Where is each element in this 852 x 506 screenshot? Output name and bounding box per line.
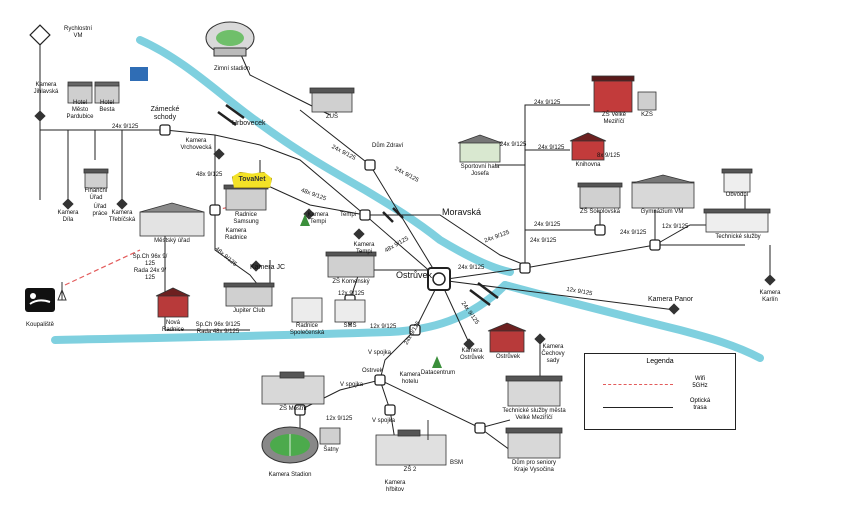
label-fiber-k: 24x 9/125 [458, 265, 485, 271]
label-kamera-hotel: Kamera hotelu [399, 372, 421, 385]
logo-icon [130, 67, 148, 81]
label-mestsky-urad: Městský úřad [154, 238, 190, 244]
label-kamera-tempi2: Kamera Tempi [353, 242, 375, 255]
label-kamera-radnice: Kamera Radnice [224, 228, 248, 241]
label-koupaliste: Koupaliště [25, 322, 55, 328]
legend-optic-label: Optická trasa [689, 398, 711, 411]
label-fiber-12c: 12x 9/125 [338, 291, 365, 297]
buildings [67, 75, 771, 466]
label-kzs: KZS [641, 112, 653, 118]
legend-title: Legenda [646, 358, 674, 365]
tovanet-logo: TovaNet [232, 172, 272, 188]
river-right [501, 281, 764, 362]
label-kamera-cechovy: Kamera Čechovy sady [541, 344, 565, 364]
label-ostruvek: Ostrůvek [396, 270, 433, 280]
label-hotel-mesto: Hotel Město Pardubice [66, 100, 94, 120]
label-fiber-12d: 12x 9/125 [370, 324, 397, 330]
fiber-lines [39, 29, 771, 451]
bridges [217, 103, 499, 306]
label-radnice-spolecenska: Radnice Společenská [289, 323, 325, 336]
legend-wifi-line [603, 384, 673, 385]
wifi-antenna-icon [57, 282, 67, 301]
label-dum-zdravi: Dům Zdraví [372, 143, 404, 149]
river-main [136, 36, 514, 276]
label-wifi-line-b: Sp.Ch 96x 9/125 Rada 48x 9/125 [195, 322, 241, 335]
legend-optic-line [603, 407, 673, 408]
label-technicke-sluzby: Technické služby [715, 234, 761, 240]
label-urad-prace: Úřad práce [92, 204, 108, 217]
label-fiber-g: 24x 9/125 [534, 222, 561, 228]
label-jupiter-club: Jupiter Club [232, 308, 266, 314]
label-dum-pro-seniory: Dům pro seniory Kraje Vysočina [511, 460, 557, 473]
label-kamera-trebicska: Kamera Třebíčská [108, 210, 136, 223]
label-satny: Šatny [323, 447, 339, 453]
label-sportovni-hala: Sportovní hala Josefa [460, 164, 500, 177]
label-fiber-e: 24x 9/125 [500, 142, 527, 148]
label-moranska: Moravská [442, 207, 482, 217]
label-bsm: BSM [450, 460, 464, 466]
label-rychlostni-vm: Rychlostní VM [63, 26, 93, 39]
football-stadium-icon [261, 426, 319, 464]
label-fiber-48a: 48x 9/125 [196, 172, 223, 178]
label-tech-sluzby-velke: Technické služby města Velké Meziříčí [502, 408, 566, 421]
label-zus: ZUŠ [326, 114, 338, 120]
koupaliste-icon [25, 288, 55, 312]
label-kamera-karlin: Kamera Karlín [759, 290, 781, 303]
label-fiber-i: 24x 9/125 [530, 238, 557, 244]
ostruvek-hub [427, 267, 451, 291]
label-zimni-stadion: Zimní stadion [213, 66, 251, 72]
label-nova-radnice: Nová Radnice [161, 320, 185, 333]
legend: Legenda Wifi 5GHz Optická trasa [584, 353, 736, 430]
label-ostruvek-obj: Ostrůvek [495, 354, 521, 360]
satny-icon [319, 427, 341, 445]
label-fiber-f: 24x 9/125 [538, 145, 565, 151]
label-fiber-d: 24x 9/125 [534, 100, 561, 106]
label-kamera-jc: Kamera JC [250, 264, 286, 271]
label-financni-urad: Finanční Úřad [84, 188, 108, 201]
legend-wifi-label: Wifi 5GHz [692, 376, 708, 389]
zimni-stadion-icon [205, 21, 255, 57]
label-fiber-12a: 12x 9/125 [662, 224, 689, 230]
label-zs-velke-mezirici: ZŠ Velké Meziříčí [601, 112, 627, 125]
label-wifi-line-a: Sp.Ch 96x 9/ 125 Rada 24x 9/ 125 [132, 254, 168, 281]
label-fiber-8: 8x 9/125 [597, 153, 621, 159]
label-kamera-dila: Kamera Díla [57, 210, 79, 223]
label-v-spojka-c: V spojka [372, 418, 396, 424]
label-knihovna: Knihovna [575, 162, 601, 168]
label-zs-komensky: ZŠ Komenský [332, 279, 370, 285]
label-ostrvek: Ostrvek [362, 368, 383, 374]
label-fiber-h: 24x 9/125 [620, 230, 647, 236]
label-kamera-panor: Kamera Panor [648, 296, 694, 303]
label-kamera-hrbitov: Kamera hřbitov [384, 480, 406, 493]
label-radnice-samsung: Radnice Samsung [233, 212, 259, 225]
label-kamera-stadion: Kamera Stadion [268, 472, 312, 478]
junction-nodes [159, 124, 661, 434]
rychlostni-vm-icon [29, 24, 51, 46]
label-hotel-besta: Hotel Besta [99, 100, 115, 113]
label-fiber-a: 24x 9/125 [112, 124, 139, 130]
label-v-spojka-b: V spojka [340, 382, 364, 388]
label-zs-mostni: ZŠ Mostní [279, 406, 307, 412]
label-fiber-12e: 12x 9/125 [326, 416, 353, 422]
label-kamera-ostruvek: Kamera Ostrůvek [459, 348, 485, 361]
label-tempi: Tempi [339, 212, 357, 218]
river-lower [51, 281, 509, 344]
label-kamera-vrchovecka: Kamera Vrchovecká [180, 138, 212, 151]
label-zamecke-schody: Zámecké schody [150, 106, 180, 121]
tree-icons [300, 214, 442, 368]
label-datacentrum: Datacentrum [420, 370, 456, 376]
label-kamera-jihlavska: Kamera Jihlavská [33, 82, 59, 95]
label-zs-sokolovska: ZŠ Sokolovská [579, 209, 621, 215]
label-obvodni: Obvodní [725, 192, 749, 198]
label-v-spojka-a: V spojka [368, 350, 392, 356]
label-hrbovecek: Hrbovecek [232, 120, 266, 127]
label-zs-2: ZŠ 2 [403, 467, 417, 473]
label-kamera-tempi: Kamera Tempi [307, 212, 329, 225]
label-sms: SMS [343, 323, 357, 329]
label-gymnazium: Gymnázium VM [640, 209, 684, 215]
